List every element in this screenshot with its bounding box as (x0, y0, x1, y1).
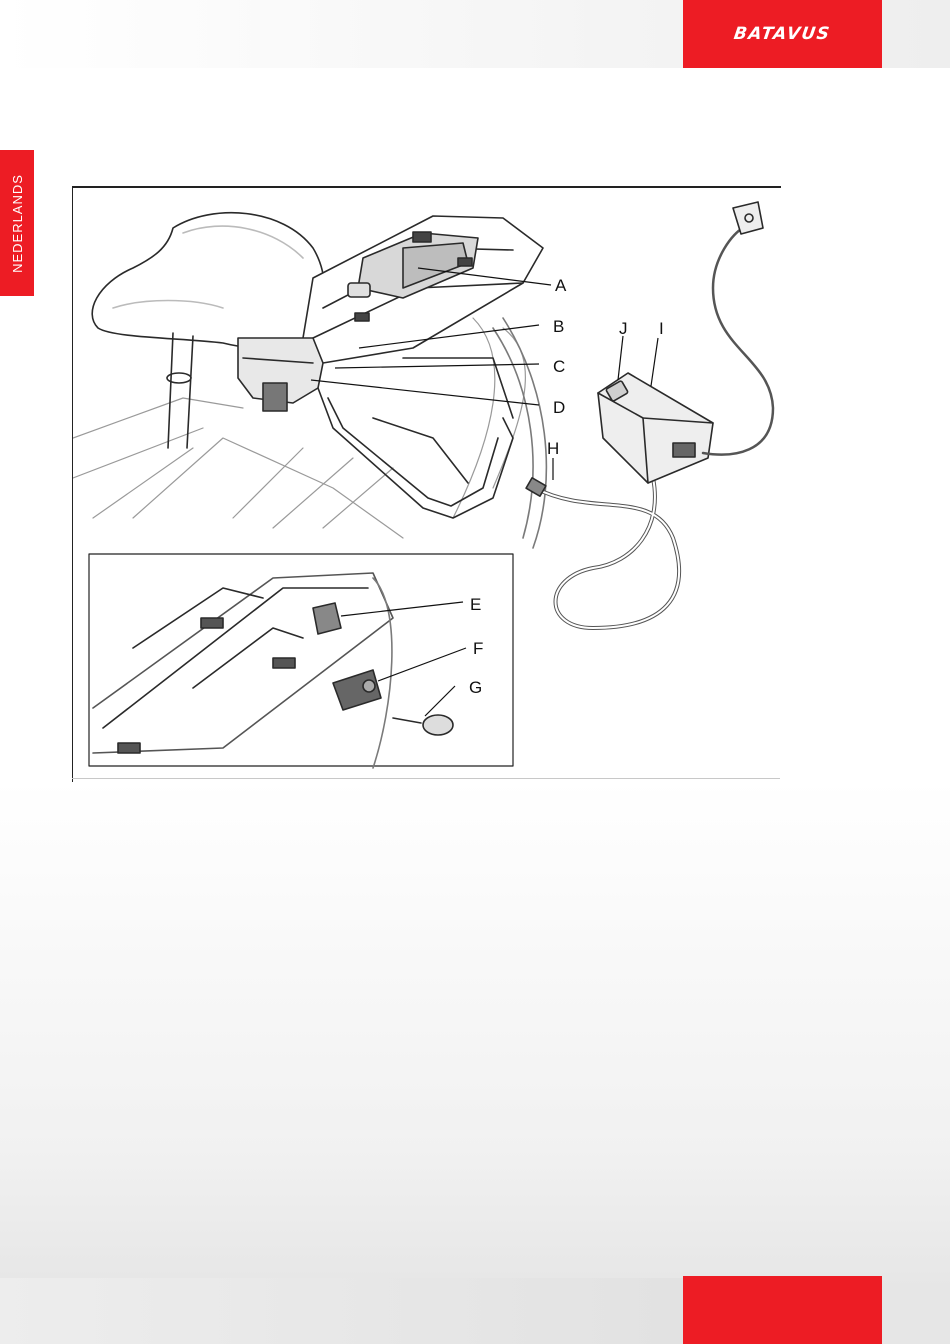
callout-f: F (473, 639, 483, 658)
callout-j: J (619, 319, 628, 338)
battery-charging-illustration: A B C D H J I E F G (72, 186, 781, 782)
callout-g: G (469, 678, 482, 697)
brand-tab: BATAVUS (683, 0, 882, 68)
callout-h: H (547, 439, 559, 458)
callout-i: I (659, 319, 664, 338)
callout-d: D (553, 398, 565, 417)
figure-bottom-rule (72, 778, 780, 779)
callout-b: B (553, 317, 564, 336)
line-drawing: A B C D H J I E F G (73, 188, 781, 782)
callout-a: A (555, 276, 567, 295)
brand-logo: BATAVUS (733, 24, 832, 44)
language-tab: NEDERLANDS (0, 150, 34, 296)
callout-e: E (470, 595, 481, 614)
footer-red-tab (683, 1276, 882, 1344)
footer-strip (0, 1278, 683, 1344)
callout-c: C (553, 357, 565, 376)
language-label: NEDERLANDS (10, 174, 25, 273)
